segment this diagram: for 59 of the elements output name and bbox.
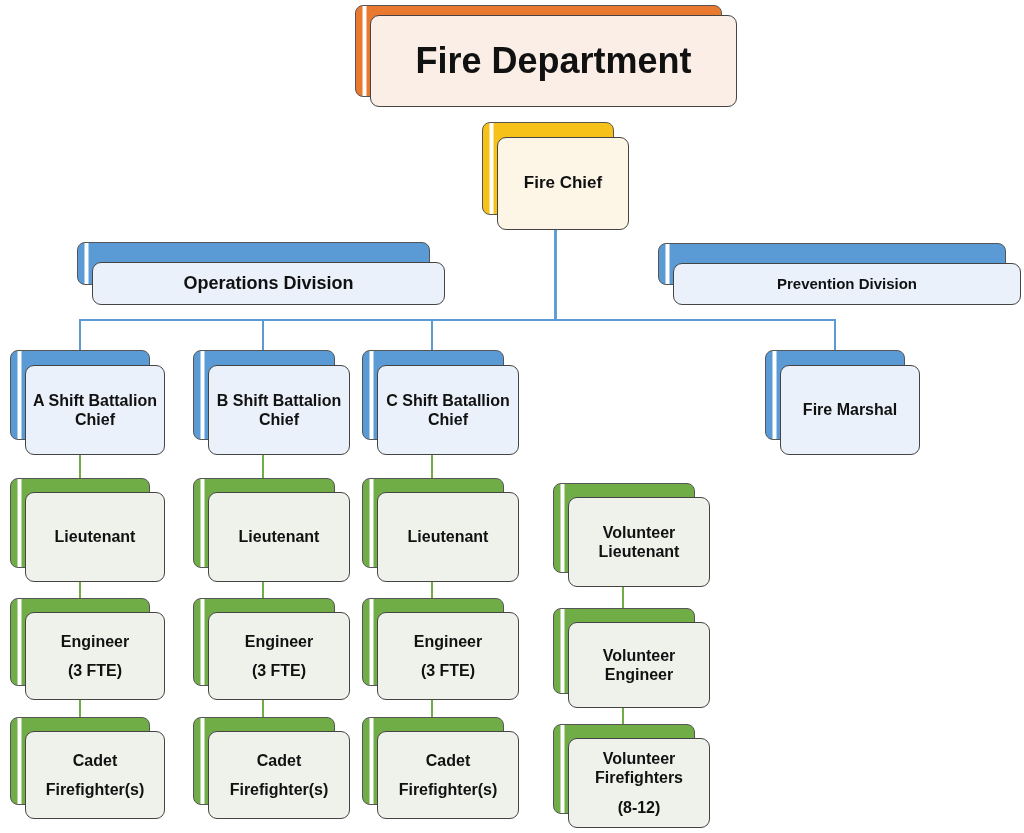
org-card — [193, 478, 350, 582]
role-title: Operations Division — [183, 272, 354, 295]
connector-line — [554, 229, 836, 351]
role-title: Lieutenant — [238, 527, 320, 547]
role-title: Firefighter(s) — [45, 780, 145, 800]
org-card — [193, 598, 350, 700]
connector-line — [79, 581, 81, 599]
role-title: C Shift Batallion Chief — [385, 390, 511, 430]
role-title: Firefighter(s) — [229, 780, 329, 800]
org-card — [482, 122, 629, 230]
role-title: B Shift Battalion Chief — [215, 390, 343, 430]
org-card — [10, 717, 165, 819]
role-title: Fire Marshal — [802, 400, 898, 420]
org-card — [10, 598, 165, 700]
org-card — [193, 350, 350, 455]
org-card — [355, 5, 737, 107]
role-title: Cadet — [256, 750, 302, 770]
org-card — [553, 483, 710, 587]
org-card — [553, 724, 710, 828]
role-title: A Shift Battalion Chief — [32, 390, 158, 430]
role-title: (3 FTE) — [420, 661, 476, 681]
org-card — [77, 242, 445, 305]
role-title: Firefighter(s) — [398, 780, 498, 800]
role-title: Lieutenant — [54, 527, 136, 547]
role-title: Volunteer Engineer — [601, 645, 677, 685]
org-card — [10, 478, 165, 582]
role-title: Volunteer Firefighters — [594, 749, 684, 788]
org-card — [765, 350, 920, 455]
connector-line — [79, 699, 81, 718]
connector-line — [262, 581, 264, 599]
org-card — [10, 350, 165, 455]
role-title: Cadet — [425, 750, 471, 770]
role-title: Cadet — [72, 750, 118, 770]
role-title: (3 FTE) — [67, 661, 123, 681]
connector-line — [431, 699, 433, 718]
role-title: Engineer — [413, 631, 483, 651]
org-card — [362, 478, 519, 582]
org-card — [193, 717, 350, 819]
role-title: Volunteer Lieutenant — [597, 522, 681, 562]
role-title: Engineer — [244, 631, 314, 651]
connector-line — [262, 454, 264, 479]
connector-line — [262, 699, 264, 718]
connector-line — [622, 707, 624, 725]
org-card — [658, 243, 1021, 305]
role-title: Engineer — [60, 631, 130, 651]
connector-line — [431, 581, 433, 599]
org-card — [362, 717, 519, 819]
role-title: Lieutenant — [407, 527, 489, 547]
role-title: Prevention Division — [776, 275, 917, 293]
connector-line — [79, 454, 81, 479]
role-title: Fire Department — [415, 39, 692, 83]
connector-line — [431, 454, 433, 479]
connector-line — [622, 586, 624, 609]
org-card — [362, 350, 519, 455]
org-card — [362, 598, 519, 700]
org-card — [553, 608, 710, 708]
role-title: Fire Chief — [523, 173, 603, 194]
role-title: (8-12) — [617, 797, 661, 817]
role-title: (3 FTE) — [251, 661, 307, 681]
